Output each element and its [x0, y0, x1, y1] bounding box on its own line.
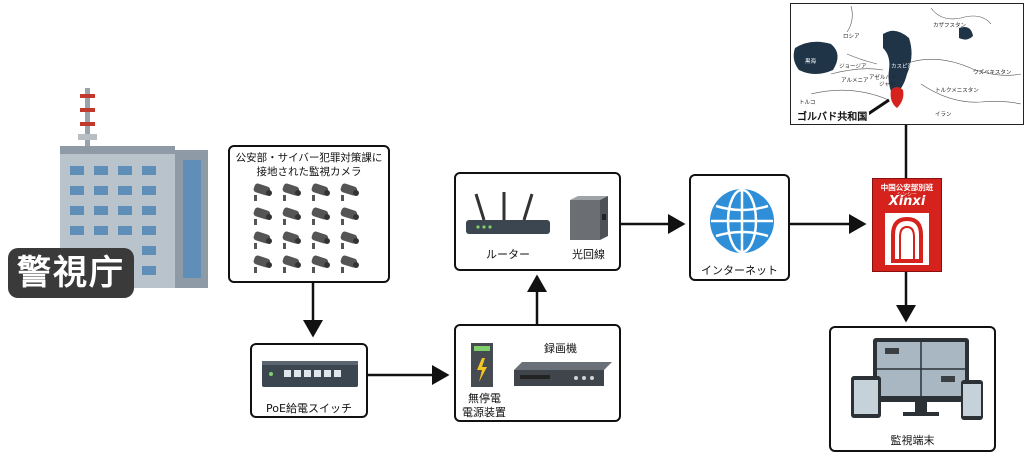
police-building [50, 88, 210, 288]
router-label: ルーター [486, 248, 530, 261]
map-label-uzbekistan: ウズベキスタン [973, 70, 1012, 76]
recorder-label: 録画機 [544, 342, 577, 355]
map-label-black-sea: 黒海 [805, 59, 817, 65]
xinxi-ruby: シンシー [896, 192, 917, 198]
map-label-azerbaijan-2: ジャン [879, 82, 896, 88]
monitor-box: 監視端末 [829, 326, 996, 452]
cameras-box: 公安部・サイバー犯罪対策課に 接地された監視カメラ [228, 145, 390, 283]
map-label-azerbaijan: アゼルバイ [869, 75, 897, 81]
map-label-turkey: トルコ [799, 100, 816, 106]
poe-switch-label: PoE給電スイッチ [266, 402, 352, 415]
xinxi-title: 中国公安部別班 [880, 183, 934, 192]
map-label-georgia: ジョージア [839, 64, 867, 70]
building-icon [60, 88, 208, 288]
map-label-turkmenistan: トルクメニスタン [935, 88, 979, 94]
map-label-iran: イラン [935, 112, 952, 118]
onu-icon [570, 196, 608, 240]
monitor-label: 監視端末 [890, 434, 935, 447]
ups-label-line2: 電源装置 [462, 406, 506, 419]
cameras-title-line2: 接地された監視カメラ [256, 166, 362, 178]
internet-label: インターネット [701, 264, 778, 277]
map-caption: ゴルバド共和国 [795, 108, 870, 123]
globe-icon [710, 188, 774, 254]
xinxi-emblem-icon [885, 213, 929, 265]
cameras-title-line1: 公安部・サイバー犯罪対策課に [235, 152, 383, 164]
police-badge: 警視庁 [8, 248, 134, 298]
poe-switch-box: PoE給電スイッチ [250, 343, 368, 418]
ups-label-line1: 無停電 [468, 392, 501, 405]
internet-box: インターネット [689, 174, 790, 281]
switch-icon [262, 361, 358, 387]
camera-grid-icon [252, 183, 359, 273]
map-panel: ロシア カザフスタン 黒海 ジョージア カスピ海 ウズベキスタン アルメニア ア… [790, 3, 1024, 125]
onu-label: 光回線 [572, 248, 605, 261]
map-label-russia: ロシア [843, 34, 860, 40]
router-icon [466, 192, 550, 234]
map-label-armenia: アルメニア [841, 78, 869, 84]
recorder-icon [514, 362, 612, 386]
xinxi-name: Xinxi [888, 194, 926, 209]
recorder-box: 無停電 電源装置 録画機 [454, 324, 621, 422]
map-label-kazakhstan: カザフスタン [933, 23, 967, 29]
router-box: ルーター 光回線 [454, 172, 621, 271]
monitor-devices-icon [851, 338, 983, 420]
ups-icon [471, 343, 493, 387]
map-image [791, 4, 1023, 124]
xinxi-book: 中国公安部別班 シンシー Xinxi [872, 178, 942, 272]
map-label-caspian: カスピ海 [891, 64, 914, 70]
